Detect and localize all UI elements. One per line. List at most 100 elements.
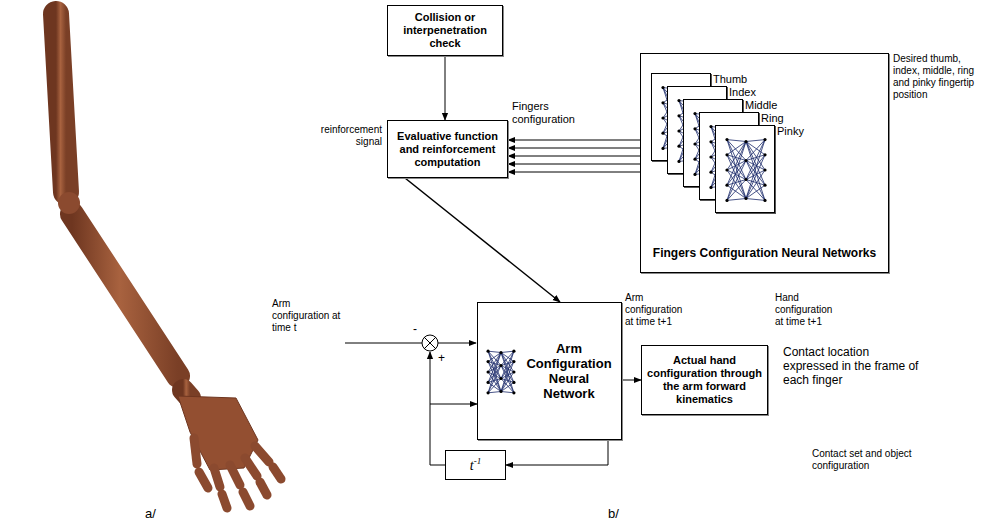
finger-name: Thumb xyxy=(710,73,747,85)
network-neuron xyxy=(725,138,728,141)
finger-name: Pinky xyxy=(774,125,804,137)
network-neuron xyxy=(512,381,515,384)
network-neuron xyxy=(725,199,728,202)
network-link xyxy=(501,351,514,352)
connector xyxy=(506,440,608,465)
network-glyph xyxy=(721,132,771,208)
network-neuron xyxy=(499,351,502,354)
network-group: Fingers Configuration Neural NetworksThu… xyxy=(640,53,889,273)
network-neuron xyxy=(486,350,489,353)
network-link xyxy=(727,161,746,201)
network-neuron xyxy=(512,360,515,363)
network-link xyxy=(746,140,765,161)
network-neuron xyxy=(499,377,502,380)
delay-exponent: -1 xyxy=(474,456,482,466)
network-link xyxy=(488,353,501,393)
network-neuron xyxy=(693,112,696,115)
panel-label: b/ xyxy=(608,506,638,521)
network-neuron xyxy=(693,142,696,145)
sign-label: + xyxy=(438,351,448,365)
network-link xyxy=(727,142,746,186)
network-neuron xyxy=(744,140,747,143)
annotation: Arm configuration at time t+1 xyxy=(625,292,687,328)
network-link xyxy=(746,140,765,199)
elbow-joint xyxy=(58,192,80,214)
network-link xyxy=(746,199,765,201)
network-link xyxy=(488,392,501,393)
connector xyxy=(622,380,641,381)
network-link xyxy=(727,140,746,180)
network-neuron xyxy=(709,186,712,189)
network-neuron xyxy=(725,184,728,187)
network-link xyxy=(746,185,765,198)
network-neuron xyxy=(763,138,766,141)
finger-name: Ring xyxy=(758,112,784,124)
network-link xyxy=(746,170,765,199)
network-neuron xyxy=(693,127,696,130)
box-text: Actual hand configuration through the ar… xyxy=(647,354,762,406)
box-text: Arm Configuration Neural Network xyxy=(523,341,615,401)
summing-cross xyxy=(424,337,436,349)
network-link xyxy=(746,155,765,199)
network-glyph xyxy=(484,346,518,398)
feedback-wire xyxy=(430,352,431,404)
network-link xyxy=(501,392,514,393)
annotation: Desired thumb, index, middle, ring and p… xyxy=(893,53,981,101)
network-link xyxy=(746,161,765,201)
network-link xyxy=(501,351,514,391)
process-box: Evaluative function and reinforcement co… xyxy=(387,120,508,178)
network-link xyxy=(727,142,746,201)
network-link xyxy=(501,372,514,392)
network-link xyxy=(488,353,501,383)
sign-label: - xyxy=(413,322,423,336)
annotation: Arm configuration at time t xyxy=(272,298,344,334)
process-box: Collision or interpenetration check xyxy=(387,5,503,56)
network-neuron xyxy=(725,168,728,171)
network-link xyxy=(746,140,765,180)
network-neuron xyxy=(486,370,489,373)
delay-text: t-1 xyxy=(470,456,481,474)
network-neuron xyxy=(677,114,680,117)
finger-name: Middle xyxy=(742,99,777,111)
annotation: reinforcement signal xyxy=(318,124,382,148)
network-link xyxy=(488,379,501,393)
annotation: Hand configuration at time t+1 xyxy=(775,292,841,328)
connector xyxy=(405,178,560,302)
input-wire xyxy=(345,343,422,344)
box-text: Evaluative function and reinforcement co… xyxy=(393,130,502,169)
network-neuron xyxy=(763,168,766,171)
network-neuron xyxy=(693,158,696,161)
summing-cross xyxy=(424,337,436,349)
network-neuron xyxy=(486,381,489,384)
network-neuron xyxy=(499,390,502,393)
annotation: Fingers configuration xyxy=(512,100,602,126)
network-neuron xyxy=(725,153,728,156)
network-neuron xyxy=(677,129,680,132)
network-neuron xyxy=(709,155,712,158)
fingers xyxy=(194,438,281,508)
network-neuron xyxy=(709,125,712,128)
network-neuron xyxy=(744,159,747,162)
network-neuron xyxy=(486,360,489,363)
network-neuron xyxy=(661,132,664,135)
network-neuron xyxy=(677,145,680,148)
network-neuron xyxy=(709,171,712,174)
network-neuron xyxy=(512,391,515,394)
annotation: Contact location expressed in the frame … xyxy=(783,345,923,387)
network-neuron xyxy=(499,364,502,367)
network-link xyxy=(727,140,746,142)
network-link xyxy=(488,366,501,393)
network-neuron xyxy=(486,391,489,394)
network-neuron xyxy=(744,178,747,181)
network-neuron xyxy=(512,370,515,373)
network-link xyxy=(501,362,514,392)
network-box: Arm Configuration Neural Network xyxy=(477,302,622,440)
network-link xyxy=(727,180,746,201)
network-neuron xyxy=(661,116,664,119)
network-neuron xyxy=(763,153,766,156)
network-link xyxy=(727,161,746,186)
network-neuron xyxy=(693,173,696,176)
junction-wire xyxy=(438,343,476,344)
box-text: Collision or interpenetration check xyxy=(393,11,497,50)
